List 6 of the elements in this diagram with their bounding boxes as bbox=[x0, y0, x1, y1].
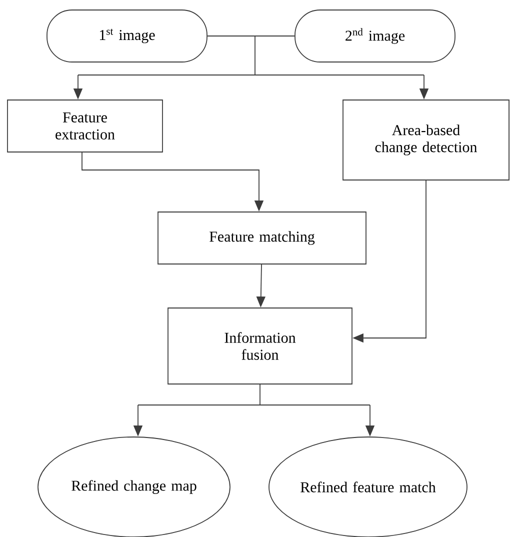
process-box: Feature matching bbox=[158, 212, 366, 264]
input-terminal: 2$^{nd}$ image bbox=[294, 10, 456, 62]
input-terminal: 1$^{st}$ image bbox=[46, 10, 208, 62]
process-box: Feature extraction bbox=[7, 100, 163, 152]
process-box: Area-based change detection bbox=[342, 100, 510, 180]
process-box: Information fusion bbox=[168, 308, 352, 384]
